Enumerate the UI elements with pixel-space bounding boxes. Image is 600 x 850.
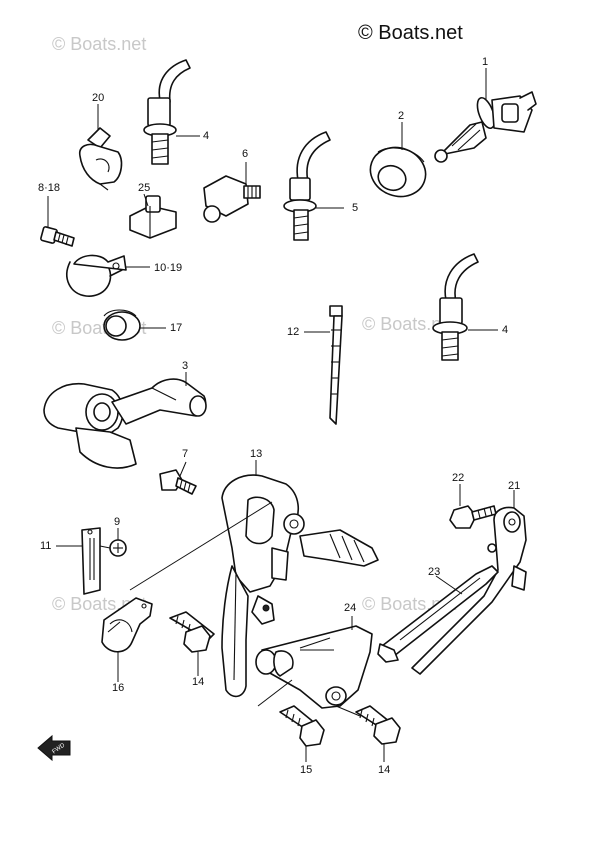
- part-label-7: 7: [182, 448, 189, 460]
- part-4-sensor-upper: [143, 59, 191, 165]
- part-10-19-clamp: [66, 254, 127, 297]
- part-label-2: 2: [398, 110, 405, 122]
- part-label-14-right: 14: [378, 764, 391, 776]
- part-23-rod: [377, 565, 499, 663]
- part-label-4-lower: 4: [502, 324, 509, 336]
- part-13-lever-assembly: [221, 474, 379, 698]
- part-14-bolt-right: [355, 705, 401, 745]
- part-2-grommet: [369, 146, 427, 198]
- part-label-13: 13: [250, 448, 263, 460]
- watermark: © Boats.net: [52, 34, 147, 54]
- part-label-20: 20: [92, 92, 105, 104]
- part-15-bolt: [279, 705, 325, 747]
- part-9-screw: [99, 539, 127, 557]
- leader-line: [179, 461, 187, 477]
- part-24-bracket: [255, 625, 373, 709]
- part-label-10-19: 10·19: [154, 262, 183, 274]
- part-17-grommet: [103, 309, 141, 341]
- part-label-11: 11: [40, 540, 52, 552]
- leader-line: [435, 575, 463, 595]
- leader-line: [129, 501, 273, 591]
- part-1-sensor: [434, 91, 537, 163]
- leader-line: [257, 679, 293, 707]
- fwd-arrow-icon: [37, 734, 71, 762]
- part-label-23: 23: [428, 566, 441, 578]
- part-label-24: 24: [344, 602, 357, 614]
- part-25-holder: [129, 195, 177, 239]
- part-4-sensor-lower: [432, 253, 479, 361]
- leader-line: [143, 193, 149, 207]
- part-label-22: 22: [452, 472, 465, 484]
- part-label-4-upper: 4: [203, 130, 210, 142]
- part-label-16: 16: [112, 682, 125, 694]
- part-3-lever: [43, 378, 207, 469]
- part-label-25: 25: [138, 182, 151, 194]
- part-label-5: 5: [352, 202, 359, 214]
- part-label-15: 15: [300, 764, 313, 776]
- leader-line: [335, 705, 361, 717]
- part-label-1: 1: [482, 56, 489, 68]
- part-label-12: 12: [287, 326, 300, 338]
- part-7-bolt: [159, 469, 197, 495]
- part-5-sensor: [283, 131, 331, 241]
- part-label-9: 9: [114, 516, 121, 528]
- part-8-18-bolt: [40, 226, 75, 247]
- part-12-cable-tie: [329, 305, 343, 425]
- part-label-14-left: 14: [192, 676, 205, 688]
- copyright-notice: © Boats.net: [358, 22, 463, 44]
- part-16-clip: [101, 597, 153, 653]
- part-label-6: 6: [242, 148, 249, 160]
- part-11-bracket: [81, 527, 101, 595]
- part-label-8-18: 8·18: [38, 182, 61, 194]
- part-14-bolt-left: [169, 611, 215, 653]
- part-label-17: 17: [170, 322, 183, 334]
- part-20-clip: [78, 127, 123, 191]
- part-label-21: 21: [508, 480, 521, 492]
- part-label-3: 3: [182, 360, 189, 372]
- part-6-sensor: [203, 175, 261, 223]
- part-22-bolt: [449, 505, 497, 529]
